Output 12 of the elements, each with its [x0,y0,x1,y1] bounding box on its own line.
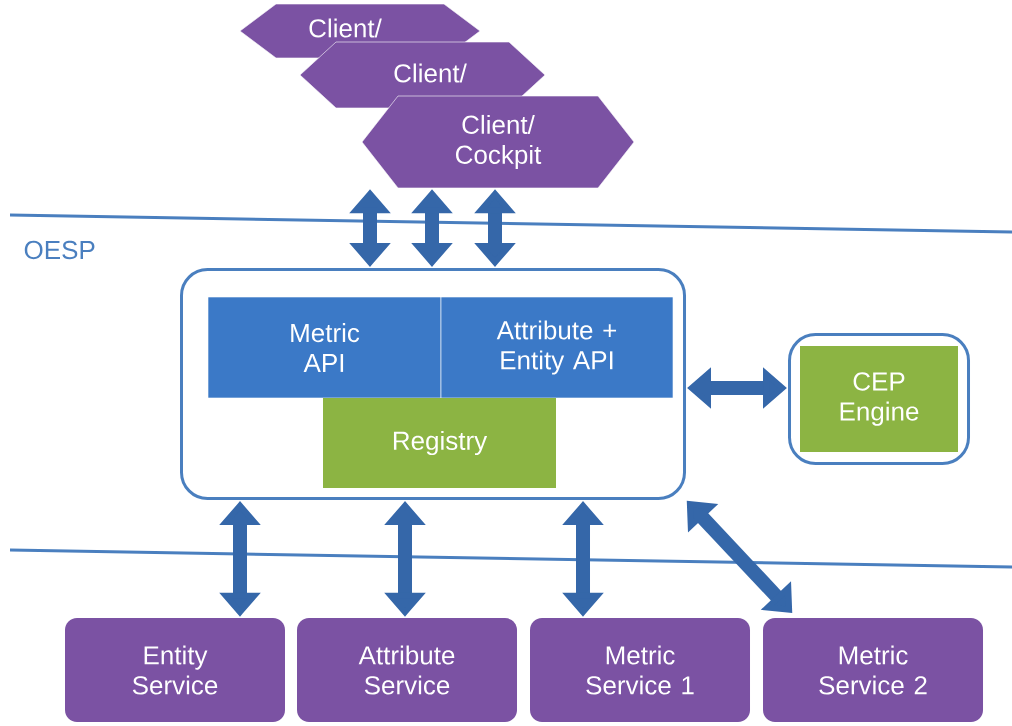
component-box: Registry [323,398,556,488]
component-box: CEP Engine [800,346,958,452]
container-box [180,268,686,500]
api-box: Metric API [207,296,442,399]
service-box: Entity Service [65,618,285,722]
container-box [788,333,970,465]
service-box: Metric Service 1 [530,618,750,722]
api-box: Attribute + Entity API [440,296,674,399]
service-box: Metric Service 2 [763,618,983,722]
service-box: Attribute Service [297,618,517,722]
hexagon-box: Client/ Cockpit [361,95,635,189]
layer-label: OESP [24,240,95,260]
